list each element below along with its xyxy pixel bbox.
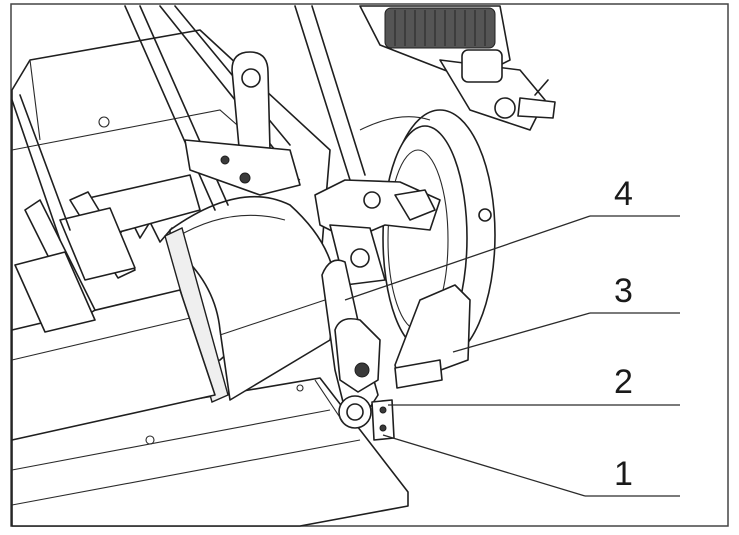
callout-1-leader-diag xyxy=(382,434,586,497)
callout-3-leader-diag xyxy=(452,312,591,353)
callout-4: 4 xyxy=(614,175,633,213)
callout-4-leader-diag xyxy=(344,215,591,301)
machine-body xyxy=(11,5,556,527)
callout-3: 3 xyxy=(614,272,633,310)
callout-1: 1 xyxy=(614,455,633,493)
callout-2: 2 xyxy=(614,363,633,401)
